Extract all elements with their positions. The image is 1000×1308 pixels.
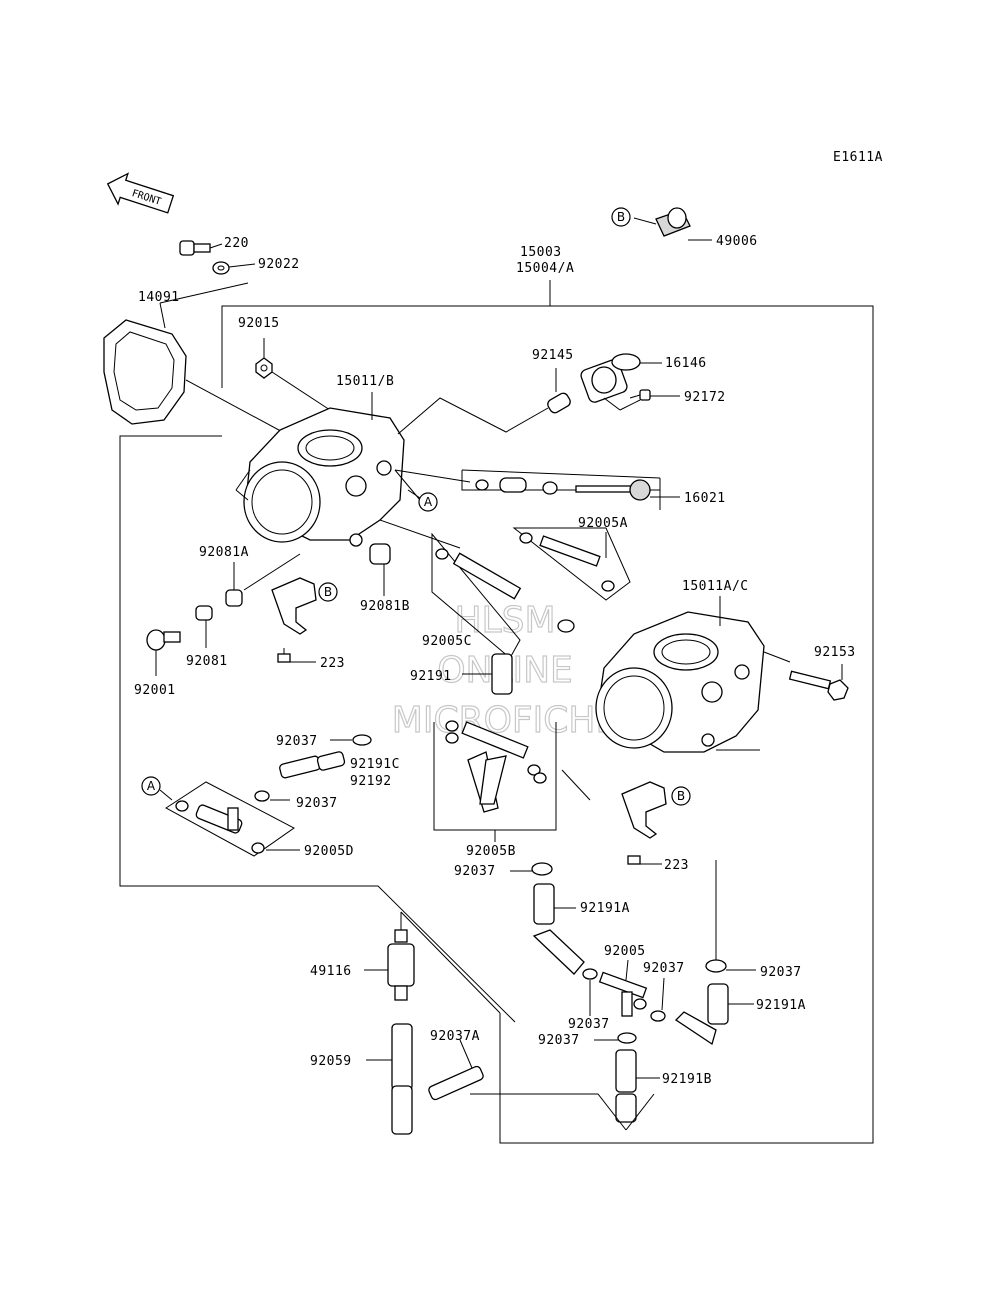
part-label: 92059 xyxy=(310,1054,352,1069)
part-label: 92037 xyxy=(454,864,496,879)
part-label: 223 xyxy=(664,858,689,873)
spring-92081A xyxy=(225,553,301,607)
bracket-left xyxy=(271,577,317,663)
part-label: 92037 xyxy=(276,734,318,749)
bracket-right xyxy=(621,781,667,865)
part-label: 92172 xyxy=(684,390,726,405)
part-label: 92005B xyxy=(466,844,516,859)
pipe-92005B xyxy=(433,720,591,842)
carburetor-left-15011B xyxy=(235,392,549,549)
diagram-code: E1611A xyxy=(833,150,883,165)
spring-92081B xyxy=(369,543,391,596)
pipe-92005A xyxy=(512,527,631,601)
part-label: 92081 xyxy=(186,654,228,669)
callout-B-left: B xyxy=(318,582,338,602)
front-arrow-icon: FRONT xyxy=(106,172,175,214)
part-label: 92005C xyxy=(422,634,472,649)
tube-92191A-a xyxy=(532,883,585,975)
part-label: 92037 xyxy=(296,796,338,811)
part-label: 220 xyxy=(224,236,249,251)
pipe-92005C xyxy=(431,532,575,659)
part-label: 92037A xyxy=(430,1029,480,1044)
callout-A-lower: A xyxy=(141,776,173,801)
cover-14091 xyxy=(103,282,291,437)
cover-16146 xyxy=(580,353,662,403)
bolt-220 xyxy=(179,240,223,256)
part-label: 92191C xyxy=(350,757,400,772)
part-label: 92153 xyxy=(814,645,856,660)
watermark-line-1: HLSM xyxy=(454,600,555,641)
bolt-92153 xyxy=(788,664,849,701)
part-label: 92005D xyxy=(304,844,354,859)
part-label: 16146 xyxy=(665,356,707,371)
part-label: 92037 xyxy=(568,1017,610,1032)
tube-92191B xyxy=(470,1049,660,1131)
part-label: 92001 xyxy=(134,683,176,698)
fuel-filter-49116 xyxy=(364,911,501,1014)
part-label: 92191A xyxy=(756,998,806,1013)
screw-92001 xyxy=(146,629,181,676)
part-label: 92037 xyxy=(643,961,685,976)
clip-92037-f xyxy=(705,860,756,973)
spring-92145 xyxy=(547,368,571,414)
pipe-92005D xyxy=(165,781,300,857)
clip-92037-d xyxy=(650,977,666,1022)
part-label: 92145 xyxy=(532,348,574,363)
assembly-frame xyxy=(119,280,874,1144)
watermark-line-3: MICROFICHE xyxy=(392,700,618,741)
part-label: 92191B xyxy=(662,1072,712,1087)
svg-text:B: B xyxy=(324,585,332,599)
svg-text:B: B xyxy=(677,789,685,803)
part-label: 16021 xyxy=(684,491,726,506)
part-label: 92015 xyxy=(238,316,280,331)
tube-92191A-b xyxy=(674,983,754,1046)
part-label: 92037 xyxy=(538,1033,580,1048)
pilot-screw-16021 xyxy=(461,469,680,510)
svg-text:B: B xyxy=(617,210,625,224)
part-label: 15011A/C xyxy=(682,579,749,594)
part-label: 49116 xyxy=(310,964,352,979)
spring-92081 xyxy=(195,605,213,648)
part-label: 92022 xyxy=(258,257,300,272)
part-label: 92037 xyxy=(760,965,802,980)
clip-92037-g xyxy=(594,1032,637,1044)
callout-B-right: B xyxy=(671,786,691,806)
part-label: 92191 xyxy=(410,669,452,684)
part-label: 92191A xyxy=(580,901,630,916)
svg-text:A: A xyxy=(147,779,156,793)
clip-92037-b xyxy=(254,790,290,802)
part-label: 49006 xyxy=(716,234,758,249)
part-label: 92081A xyxy=(199,545,249,560)
pipe-92005 xyxy=(582,959,648,1017)
part-label: 15011/B xyxy=(336,374,394,389)
screw-92172 xyxy=(603,389,680,411)
tube-92059 xyxy=(366,1023,413,1135)
callout-B-top: B xyxy=(611,207,631,227)
washer-92022 xyxy=(212,261,256,275)
svg-text:A: A xyxy=(424,495,433,509)
part-label: 15004/A xyxy=(516,261,574,276)
tube-92191C xyxy=(279,751,346,779)
carburetor-right-15011AC xyxy=(595,596,791,753)
part-label: 92005A xyxy=(578,516,628,531)
part-label: 223 xyxy=(320,656,345,671)
nut-92015 xyxy=(255,338,331,411)
part-label: 92192 xyxy=(350,774,392,789)
part-label: 92081B xyxy=(360,599,410,614)
part-label: 92005 xyxy=(604,944,646,959)
tube-92191 xyxy=(462,653,513,695)
clip-92037-c xyxy=(510,862,553,876)
part-label: 15003 xyxy=(520,245,562,260)
callout-A-upper: A xyxy=(407,489,438,512)
part-label: 14091 xyxy=(138,290,180,305)
part-labels: 220 92022 14091 15003 15004/A 49006 9201… xyxy=(134,234,856,1087)
clip-92037A xyxy=(428,1039,484,1101)
clip-92037-a xyxy=(330,734,372,746)
part-49006 xyxy=(633,207,712,241)
